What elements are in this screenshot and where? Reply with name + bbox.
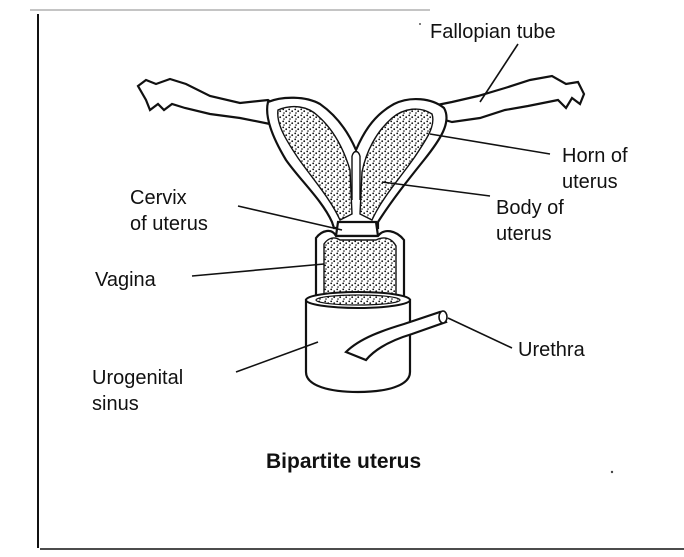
leader-horn [430,134,550,154]
leader-urethra [448,318,512,348]
label-urogenital-line2: sinus [92,393,139,415]
label-urogenital-line1: Urogenital [92,367,183,389]
vagina-cavity [324,238,396,300]
label-body-line2: uterus [496,223,552,245]
cervix [336,222,378,236]
urogenital-sinus-opening [316,295,400,305]
urethra-opening [439,311,447,323]
right-fallopian-tube [432,76,584,122]
speck [611,471,613,473]
left-fallopian-tube [138,79,282,124]
speck [419,23,421,25]
label-urethra: Urethra [518,339,586,361]
label-cervix-line1: Cervix [130,187,187,209]
label-horn-line2: uterus [562,171,618,193]
label-horn-line1: Horn of [562,145,628,167]
leader-vagina [192,264,324,276]
label-cervix-line2: of uterus [130,213,208,235]
label-fallopian-tube: Fallopian tube [430,21,556,43]
figure-caption: Bipartite uterus [266,450,421,473]
label-body-line1: Body of [496,197,564,219]
label-vagina: Vagina [95,269,157,291]
